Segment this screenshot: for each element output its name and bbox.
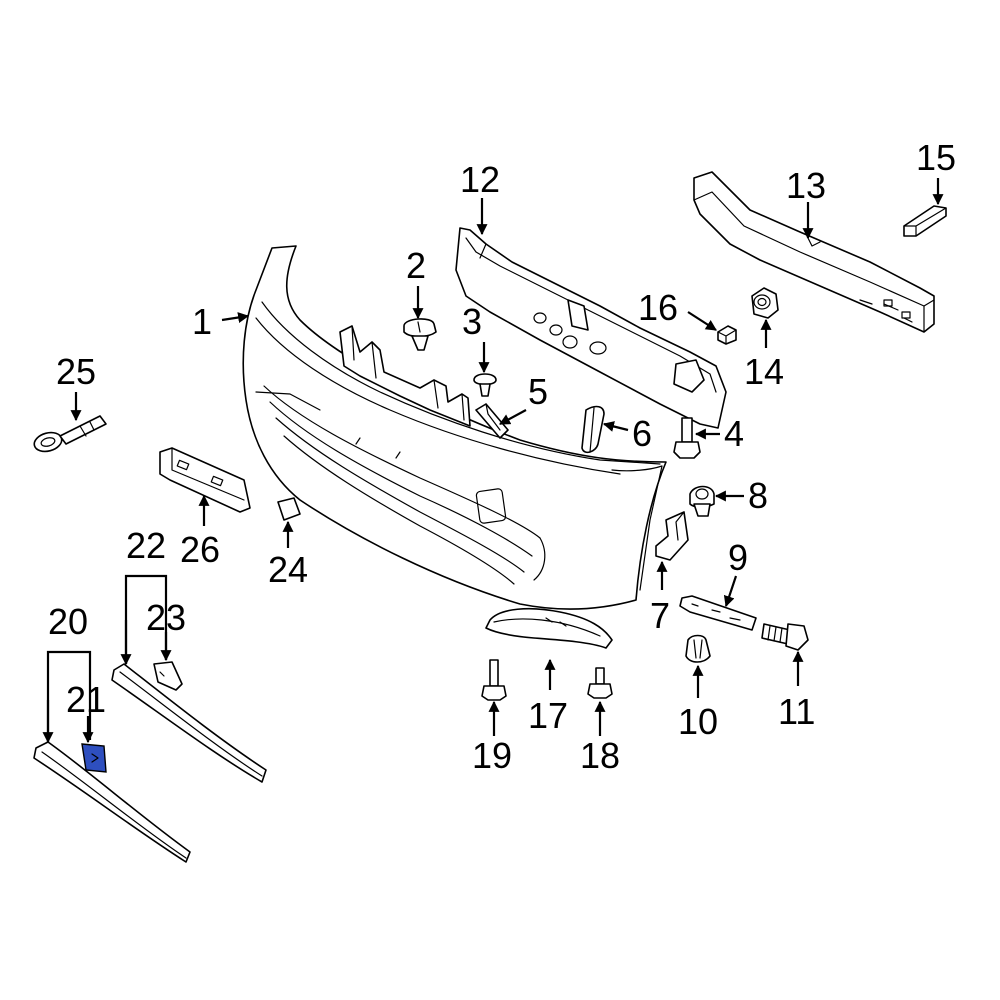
- label-25: 25: [56, 351, 96, 392]
- bolt-18[interactable]: [587, 667, 613, 699]
- label-3: 3: [462, 301, 482, 342]
- bolt-19[interactable]: [481, 659, 507, 701]
- under-cover-17[interactable]: [485, 607, 613, 649]
- label-21: 21: [66, 679, 106, 720]
- side-bracket-7[interactable]: [655, 511, 689, 561]
- label-23: 23: [146, 597, 186, 638]
- label-22: 22: [126, 525, 166, 566]
- clip-3[interactable]: [473, 373, 497, 397]
- label-12: 12: [460, 159, 500, 200]
- bolt-11[interactable]: [761, 623, 809, 651]
- label-8: 8: [748, 475, 768, 516]
- push-clip-2[interactable]: [403, 318, 437, 351]
- label-4: 4: [724, 413, 744, 454]
- label-20: 20: [48, 601, 88, 642]
- label-19: 19: [472, 735, 512, 776]
- label-17: 17: [528, 695, 568, 736]
- leader-lines: [42, 178, 944, 744]
- label-9: 9: [728, 537, 748, 578]
- label-1: 1: [192, 301, 212, 342]
- retainer-9[interactable]: [679, 595, 757, 631]
- clip-23[interactable]: [153, 661, 183, 691]
- label-16: 16: [638, 287, 678, 328]
- bumper-cover[interactable]: [242, 245, 667, 610]
- callout-labels: 1 2 3 4 5 6 7 8 9 10 11 12 13 14 15 16 1…: [48, 137, 956, 776]
- clip-21[interactable]: [81, 743, 107, 773]
- cap-24[interactable]: [277, 497, 301, 521]
- label-7: 7: [650, 595, 670, 636]
- bracket-26[interactable]: [159, 447, 251, 513]
- nut-10[interactable]: [685, 634, 711, 663]
- label-11: 11: [778, 691, 815, 732]
- label-26: 26: [180, 529, 220, 570]
- bolt-4[interactable]: [673, 417, 701, 459]
- label-2: 2: [406, 245, 426, 286]
- label-14: 14: [744, 351, 784, 392]
- label-5: 5: [528, 371, 548, 412]
- molding-strip-20[interactable]: [33, 741, 191, 863]
- label-13: 13: [786, 165, 826, 206]
- nut-14[interactable]: [751, 287, 779, 319]
- bumper-reinforcement[interactable]: [693, 171, 935, 333]
- clip-8[interactable]: [689, 485, 715, 517]
- molding-6[interactable]: [581, 405, 605, 454]
- label-15: 15: [916, 137, 956, 178]
- label-10: 10: [678, 701, 718, 742]
- tow-hook-25[interactable]: [32, 415, 107, 454]
- label-6: 6: [632, 413, 652, 454]
- absorber-pad[interactable]: [903, 205, 947, 237]
- molding-strip-22[interactable]: [111, 663, 267, 783]
- energy-absorber[interactable]: [455, 227, 727, 429]
- label-24: 24: [268, 549, 308, 590]
- label-18: 18: [580, 735, 620, 776]
- clip-16[interactable]: [717, 325, 737, 345]
- bracket-5[interactable]: [475, 403, 509, 439]
